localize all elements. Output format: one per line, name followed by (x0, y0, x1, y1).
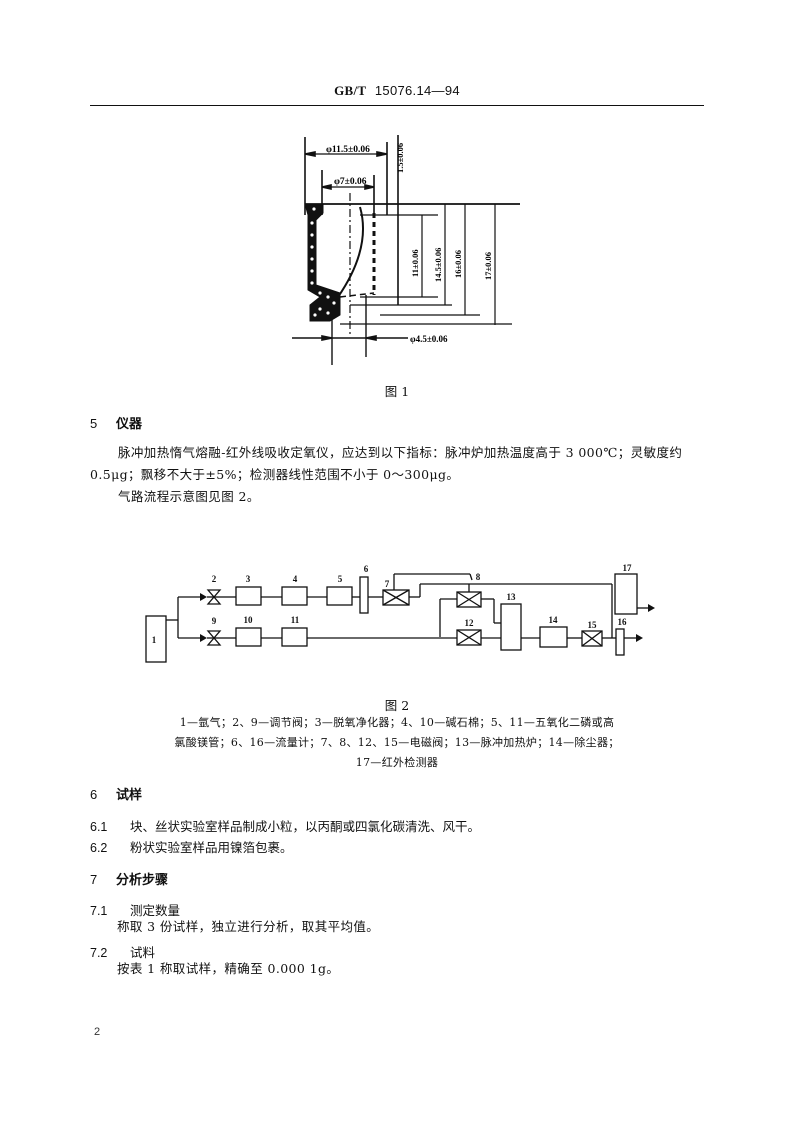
page-number: 2 (94, 1026, 101, 1038)
figure2-legend-line2: 氯酸镁管；6、16—流量计；7、8、12、15—电磁阀；13—脉冲加热炉；14—… (174, 736, 620, 749)
label-3: 3 (246, 574, 251, 584)
dim-outer-diameter: φ11.5±0.06 (326, 145, 370, 155)
item-text: 块、丝状实验室样品制成小粒，以丙酮或四氯化碳清洗、风干。 (130, 819, 481, 834)
label-9: 9 (212, 616, 217, 626)
component-13-pulse-furnace (500, 603, 522, 651)
item-number: 7.1 (90, 904, 108, 918)
section7-item-1-body: 称取 3 份试样，独立进行分析，取其平均值。 (117, 919, 380, 934)
item-title: 测定数量 (130, 903, 181, 918)
section7-heading: 7 分析步骤 (90, 869, 168, 888)
figure1-crucible-drawing: φ11.5±0.06 φ7±0.06 1.5±0.06 11±0.06 14.5… (292, 135, 520, 365)
label-11: 11 (291, 615, 300, 625)
label-14: 14 (549, 615, 559, 625)
section7-item-2-body: 按表 1 称取试样，精确至 0.000 1g。 (117, 961, 340, 976)
figure2-gas-flow-diagram: 1 2 3 4 5 6 7 8 9 10 11 12 13 14 15 16 1… (145, 563, 655, 663)
label-4: 4 (293, 574, 298, 584)
dim-bottom-hole: φ4.5±0.06 (410, 334, 448, 344)
header-divider (90, 105, 704, 106)
component-10-ascarite (235, 627, 262, 647)
component-17-ir-detector (614, 573, 638, 615)
section6-heading: 6 试样 (90, 784, 142, 803)
dim-depth-14-5: 14.5±0.06 (433, 248, 443, 282)
item-title: 试料 (130, 945, 156, 960)
component-1-argon (145, 615, 167, 663)
document-header: GB/T 15076.14—94 (0, 83, 794, 99)
figure2-caption: 图 2 (384, 698, 410, 713)
label-13: 13 (507, 592, 517, 602)
label-8: 8 (476, 572, 481, 582)
section5-paragraph1-line2: 0.5μg；飘移不大于±5%；检测器线性范围不小于 0～300μg。 (90, 467, 460, 482)
dim-inner-diameter: φ7±0.06 (334, 177, 367, 187)
label-6: 6 (364, 564, 369, 574)
dim-total-height: 17±0.06 (483, 252, 493, 280)
section6-number: 6 (90, 787, 98, 802)
figure2-legend-line1: 1—氩气；2、9—调节阀；3—脱氧净化器；4、10—碱石棉；5、11—五氧化二磷… (179, 716, 615, 729)
figure2-legend-line3: 17—红外检测器 (355, 756, 439, 769)
section6-title: 试样 (116, 788, 143, 803)
label-2: 2 (212, 574, 217, 584)
section6-item-1: 6.1 块、丝状实验室样品制成小粒，以丙酮或四氯化碳清洗、风干。 (90, 816, 480, 835)
item-text: 粉状实验室样品用镍箔包裹。 (130, 840, 293, 855)
standard-prefix: GB/T (334, 83, 367, 98)
item-number: 7.2 (90, 946, 108, 960)
section6-item-2: 6.2 粉状实验室样品用镍箔包裹。 (90, 837, 293, 856)
figure1-caption: 图 1 (384, 384, 410, 399)
label-5: 5 (338, 574, 343, 584)
component-16-flowmeter (615, 628, 625, 656)
label-15: 15 (588, 620, 598, 630)
label-16: 16 (618, 617, 628, 627)
section7-item-1-heading: 7.1 测定数量 (90, 900, 180, 919)
section7-title: 分析步骤 (116, 873, 169, 888)
dim-depth-16: 16±0.06 (453, 250, 463, 278)
component-3-deoxidizer (235, 586, 262, 606)
section5-paragraph1-line1: 脉冲加热惰气熔融-红外线吸收定氧仪，应达到以下指标：脉冲炉加热温度高于 3 00… (118, 445, 683, 460)
section5-title: 仪器 (116, 417, 143, 432)
component-5-p2o5-tube (326, 586, 353, 606)
dim-depth-inner: 11±0.06 (410, 249, 420, 277)
standard-number: 15076.14—94 (374, 83, 460, 98)
component-14-dust-remover (539, 626, 568, 648)
component-4-ascarite (281, 586, 308, 606)
section5-number: 5 (90, 416, 98, 431)
label-12: 12 (465, 618, 475, 628)
component-6-flowmeter (359, 576, 369, 614)
label-1: 1 (152, 635, 157, 645)
label-7: 7 (385, 579, 390, 589)
label-10: 10 (244, 615, 254, 625)
component-11-p2o5-tube (281, 627, 308, 647)
section5-paragraph2: 气路流程示意图见图 2。 (118, 489, 260, 504)
label-17: 17 (623, 563, 633, 573)
section7-item-2-heading: 7.2 试料 (90, 942, 155, 961)
item-number: 6.1 (90, 820, 108, 834)
section7-number: 7 (90, 872, 98, 887)
section5-heading: 5 仪器 (90, 413, 142, 432)
item-number: 6.2 (90, 841, 108, 855)
dim-top-thickness: 1.5±0.06 (395, 143, 405, 173)
